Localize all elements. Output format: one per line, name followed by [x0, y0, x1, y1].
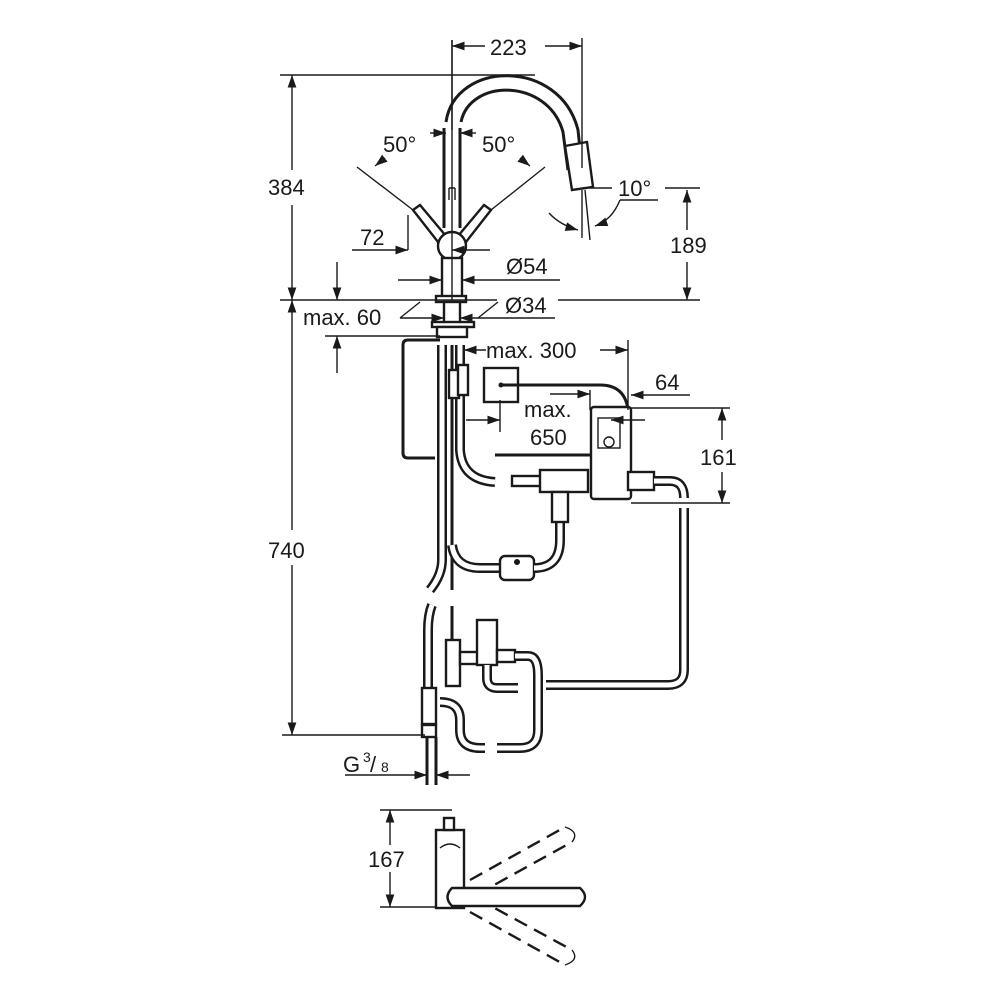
hose-loop	[401, 338, 440, 460]
dim-lever-offset: 72	[360, 225, 384, 250]
spout-swing-up	[469, 825, 573, 897]
dim-shank-diameter: Ø34	[505, 293, 547, 318]
dim-thread-num: 3	[363, 749, 371, 765]
spray-head	[563, 140, 595, 192]
faucet-side-view	[411, 40, 595, 339]
return-pipe	[546, 508, 689, 690]
top-view-spout	[446, 886, 587, 908]
hot-connector	[458, 650, 480, 666]
dim-lever-angle-left: 50°	[383, 132, 416, 157]
dim-box-height: 161	[700, 445, 737, 470]
cold-angle-valve	[420, 723, 438, 739]
shank	[442, 300, 462, 326]
mixer-outlet	[495, 648, 517, 664]
mixer-loop	[497, 651, 543, 753]
dim-outlet-height: 189	[670, 233, 707, 258]
dim-cable-length-1: max.	[524, 397, 572, 422]
top-view-aerator	[442, 816, 456, 832]
dim-below-deck: 740	[268, 538, 305, 563]
cold-tee	[420, 686, 438, 726]
dim-thread-prefix: G	[343, 752, 360, 777]
dim-box-distance: max. 300	[486, 338, 577, 363]
hose-fitting-2	[456, 363, 470, 397]
spout-swing-down	[469, 896, 573, 967]
control-box-knob	[603, 436, 615, 448]
valve-inlet-left	[510, 474, 544, 488]
dim-body-diameter: Ø54	[506, 254, 548, 279]
dim-spout-reach: 223	[490, 35, 527, 60]
dim-cable-length-2: 650	[530, 425, 567, 450]
dim-thread-slash: /	[370, 752, 377, 777]
control-box-window	[597, 417, 621, 449]
filter-dot	[514, 559, 520, 565]
dimension-labels: 223 384 50° 50° 10° 72 189 Ø54 Ø34 max. …	[268, 35, 737, 777]
below-deck-installation	[401, 338, 689, 785]
dim-top-view-depth: 167	[368, 847, 405, 872]
mounting-nut	[435, 325, 469, 339]
dimension-lines	[280, 38, 730, 780]
dim-total-height: 384	[268, 175, 305, 200]
control-box	[589, 405, 633, 501]
faucet-top-view: 167	[368, 809, 587, 967]
dim-spray-tilt: 10°	[618, 176, 651, 201]
dim-box-offset: 64	[655, 370, 679, 395]
spout-outer	[444, 74, 584, 169]
dim-thread-den: 8	[381, 759, 389, 775]
dim-lever-angle-right: 50°	[482, 132, 515, 157]
valve-stem-down	[550, 490, 570, 524]
thermostatic-mixer	[475, 618, 499, 667]
dim-deck-thickness: max. 60	[303, 305, 381, 330]
sensor-cable	[501, 383, 630, 411]
filter-hose-in	[447, 544, 500, 573]
valve-body	[538, 468, 590, 494]
spout-inner	[459, 88, 570, 171]
valve-outlet-right	[626, 470, 656, 492]
hot-tee	[444, 638, 462, 688]
